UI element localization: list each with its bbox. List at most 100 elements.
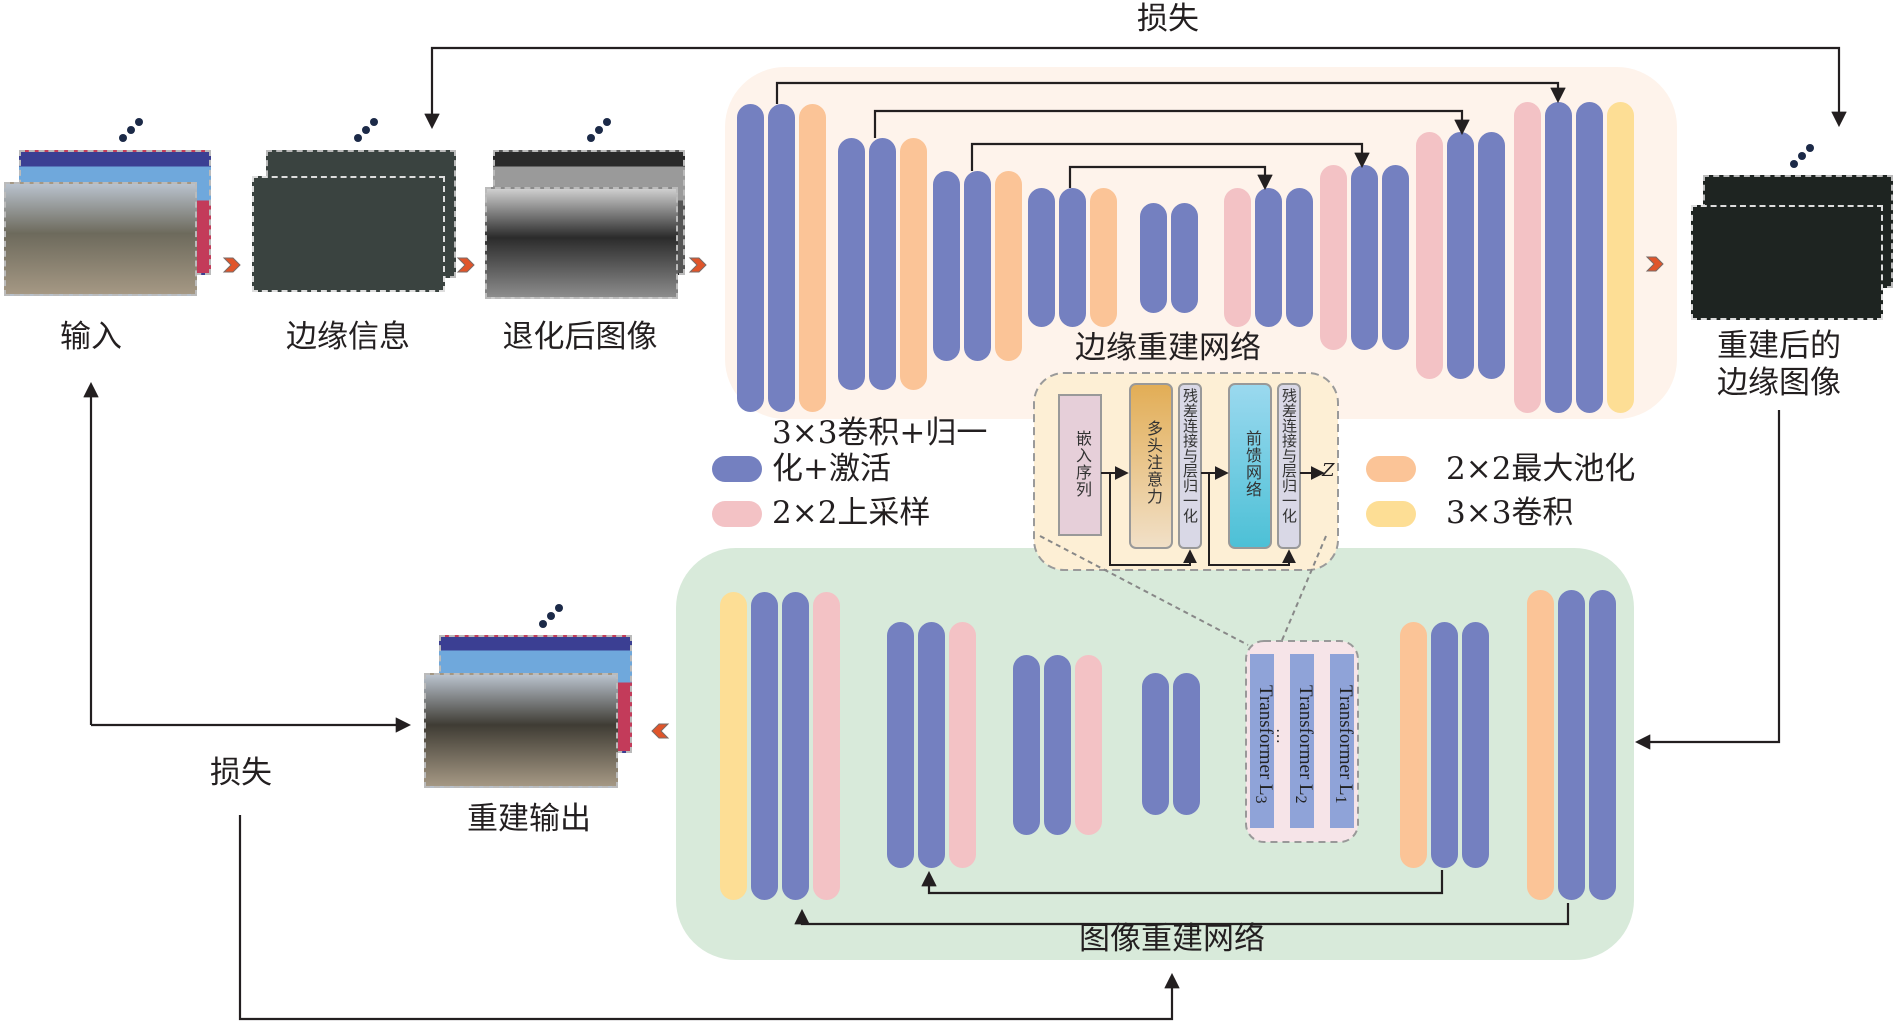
legend-swatch-maxpool — [1366, 456, 1416, 482]
more-images-icon — [1788, 140, 1824, 170]
legend-swatch-conv — [1366, 501, 1416, 527]
edge-layer-conv-norm-act — [1255, 188, 1282, 327]
loss-arrow-to-recon-edge — [680, 46, 1847, 128]
edge-layer-conv-norm-act — [768, 104, 795, 412]
recon-edge-to-image-net-arrow — [1634, 410, 1781, 750]
edge-layer-conv-norm-act — [1059, 188, 1086, 327]
edge-layer-conv-norm-act — [1171, 203, 1198, 313]
add-norm-block-1 — [1178, 383, 1202, 549]
image-layer-conv-norm-act — [918, 622, 945, 868]
top-loss-loop — [424, 46, 1847, 130]
input-label: 输入 — [60, 319, 122, 355]
edge-layer-conv-norm-act — [737, 104, 764, 412]
more-images-icon — [352, 114, 388, 144]
image-layer-conv — [720, 592, 747, 900]
recon-edge-label-line1: 重建后的 — [1717, 328, 1841, 364]
residual-arrow-1 — [1109, 473, 1197, 566]
legend-swatch-upsample — [712, 501, 762, 527]
transformer-layer-1 — [1330, 654, 1354, 828]
transformer-layer-2-label: Transformer L2 — [1292, 685, 1316, 804]
edge-net-skip-connections — [775, 81, 1566, 191]
bottom-loss-arrow — [238, 815, 1180, 1021]
degraded-image-label: 退化后图像 — [502, 319, 658, 355]
edge-layer-conv-norm-act — [933, 171, 960, 361]
image-layer-conv-norm-act — [1462, 622, 1489, 868]
image-layer-conv-norm-act — [887, 622, 914, 868]
image-net-label: 图像重建网络 — [1079, 921, 1265, 957]
edge-info-label: 边缘信息 — [286, 319, 410, 355]
image-layer-conv-norm-act — [1558, 590, 1585, 900]
edge-layer-conv-norm-act — [1351, 165, 1378, 350]
image-layer-conv-norm-act — [1589, 590, 1616, 900]
top-loss-label: 损失 — [1137, 1, 1199, 37]
legend-conv-norm-act-line1: 3×3卷积+归一 — [772, 415, 988, 451]
chevron-right-icon — [688, 257, 707, 273]
image-layer-conv-norm-act — [1173, 673, 1200, 815]
transformer-layer-3 — [1250, 654, 1274, 828]
edge-layer-conv-norm-act — [1447, 132, 1474, 379]
zoom-guide-line — [1279, 535, 1327, 646]
edge-layer-upsample — [1320, 165, 1347, 350]
edge-layer-conv-norm-act — [964, 171, 991, 361]
image-layer-maxpool — [1400, 622, 1427, 868]
add-norm-text-2: 残差连接与层归一化 — [1280, 388, 1298, 523]
edge-layer-conv-norm-act — [1286, 188, 1313, 327]
edge-layer-maxpool — [1090, 188, 1117, 327]
more-images-icon — [537, 600, 573, 630]
input-image-front — [4, 182, 197, 296]
recon-edge-label-line2: 边缘图像 — [1717, 365, 1841, 401]
edge-layer-conv-norm-act — [838, 138, 865, 390]
multi-head-attention-block — [1129, 383, 1173, 549]
residual-arrow-2 — [1208, 473, 1296, 566]
bottom-loss-label: 损失 — [210, 755, 272, 791]
transformer-layer-3-label: Transformer L3 — [1252, 685, 1276, 804]
legend-conv-norm-act-line2: 化+激活 — [772, 451, 891, 487]
edge-image-front — [252, 176, 445, 292]
degraded-image-front — [485, 187, 678, 299]
legend-conv-label: 3×3卷积 — [1446, 495, 1574, 531]
recon-output-label: 重建输出 — [467, 801, 591, 837]
image-layer-conv-norm-act — [1013, 655, 1040, 835]
output-z-label: Z — [1322, 460, 1335, 481]
skip-connection-2 — [873, 109, 1470, 138]
skip-connection-3 — [970, 142, 1370, 171]
ffn-text: 前馈网络 — [1243, 430, 1262, 498]
image-layer-conv-norm-act — [1044, 655, 1071, 835]
image-skip-connection-1 — [921, 870, 1444, 895]
image-skip-connection-2 — [794, 903, 1570, 926]
image-layer-maxpool — [1527, 590, 1554, 900]
image-layer-conv-norm-act — [1142, 673, 1169, 815]
edge-layer-maxpool — [799, 104, 826, 412]
skip-connection-1 — [775, 81, 1566, 104]
edge-layer-conv-norm-act — [1545, 102, 1572, 413]
chevron-right-icon — [1645, 256, 1664, 272]
loss-arrow-to-edge-info — [424, 46, 680, 130]
image-layer-conv-norm-act — [1431, 622, 1458, 868]
image-layer-upsample — [813, 592, 840, 900]
image-layer-upsample — [949, 622, 976, 868]
edge-layer-conv-norm-act — [869, 138, 896, 390]
legend-upsample-label: 2×2上采样 — [772, 495, 931, 531]
image-net-bars — [720, 590, 1616, 900]
edge-layer-upsample — [1224, 188, 1251, 327]
image-layer-conv-norm-act — [751, 592, 778, 900]
transformer-layer-1-label: Transformer L1 — [1332, 685, 1356, 804]
edge-layer-conv-norm-act — [1576, 102, 1603, 413]
chevron-right-icon — [456, 257, 475, 273]
transformer-layer-2 — [1290, 654, 1314, 828]
feed-forward-block — [1228, 383, 1272, 549]
zoom-guide-line — [1039, 535, 1249, 646]
edge-layer-upsample — [1514, 102, 1541, 413]
add-norm-text-1: 残差连接与层归一化 — [1181, 388, 1199, 523]
edge-layer-conv-norm-act — [1140, 203, 1167, 313]
edge-layer-conv-norm-act — [1382, 165, 1409, 350]
edge-layer-conv — [1607, 102, 1634, 413]
recon-edge-image-front — [1691, 205, 1883, 320]
image-net-skip-connections — [794, 870, 1570, 926]
add-norm-block-2 — [1277, 383, 1301, 549]
skip-connection-4 — [1068, 165, 1273, 191]
edge-net-label: 边缘重建网络 — [1075, 330, 1261, 366]
legend-swatch-conv-norm-act — [712, 456, 762, 482]
transformer-ellipsis: … — [1273, 728, 1290, 744]
